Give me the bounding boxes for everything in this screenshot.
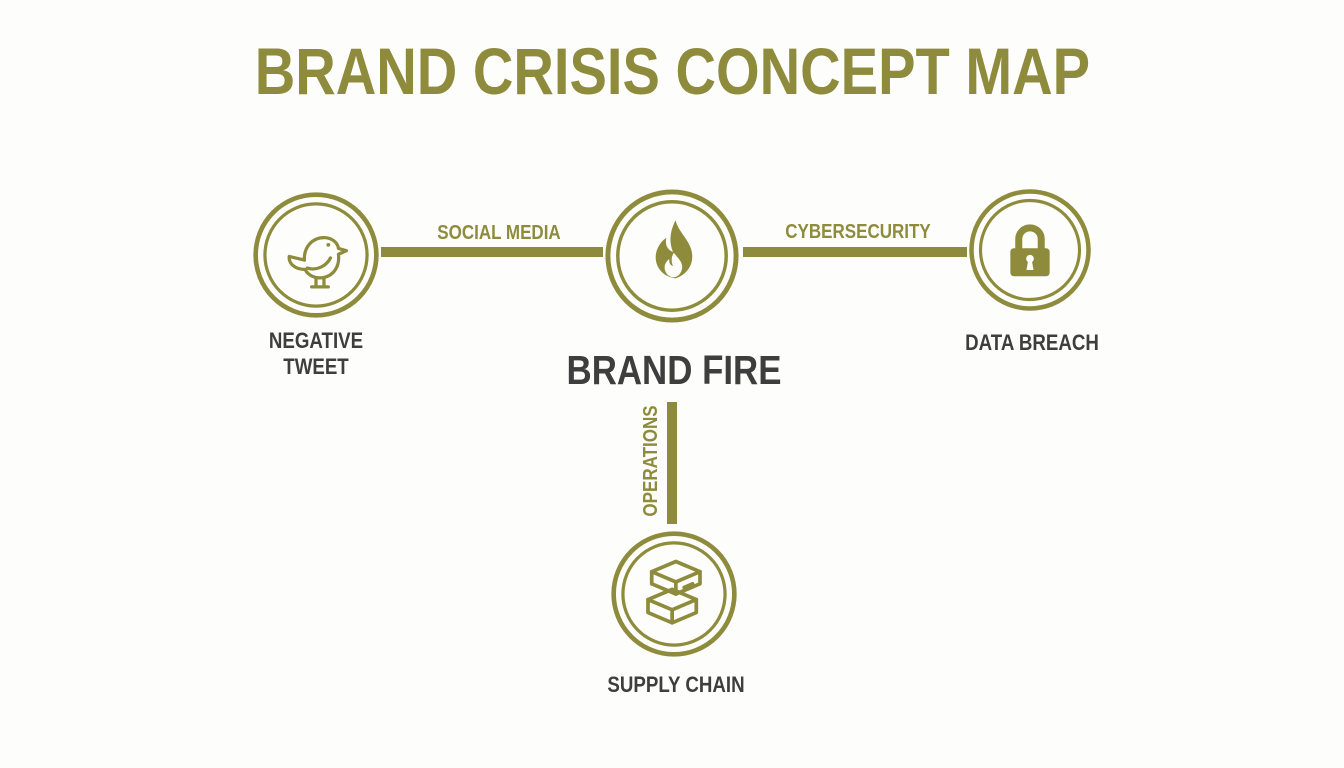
node-data-breach bbox=[967, 187, 1093, 313]
page-title: BRAND CRISIS CONCEPT MAP bbox=[0, 38, 1344, 104]
node-label-brand-fire: BRAND FIRE bbox=[548, 350, 801, 391]
node-label-supply-chain: SUPPLY CHAIN bbox=[595, 672, 756, 698]
edge-operations bbox=[667, 402, 677, 524]
node-label-data-breach-text: DATA BREACH bbox=[965, 330, 1099, 355]
bird-icon bbox=[253, 192, 379, 318]
node-label-negative-tweet-text: NEGATIVE TWEET bbox=[268, 328, 364, 379]
edge-social-media bbox=[381, 247, 603, 257]
node-label-negative-tweet: NEGATIVE TWEET bbox=[245, 328, 387, 380]
node-brand-fire bbox=[603, 187, 741, 325]
edge-label-operations: OPERATIONS bbox=[640, 396, 662, 527]
boxes-icon bbox=[611, 531, 737, 657]
edge-label-cybersecurity-text: CYBERSECURITY bbox=[785, 221, 931, 243]
edge-label-cybersecurity: CYBERSECURITY bbox=[772, 222, 943, 242]
page-title-text: BRAND CRISIS CONCEPT MAP bbox=[254, 34, 1090, 108]
node-label-supply-chain-text: SUPPLY CHAIN bbox=[607, 672, 745, 697]
node-label-data-breach: DATA BREACH bbox=[953, 330, 1110, 356]
lock-icon bbox=[969, 189, 1091, 311]
node-supply-chain bbox=[609, 529, 739, 659]
edge-label-social-media: SOCIAL MEDIA bbox=[426, 223, 571, 243]
edge-label-social-media-text: SOCIAL MEDIA bbox=[437, 222, 561, 244]
node-negative-tweet bbox=[251, 190, 381, 320]
fire-icon bbox=[605, 189, 739, 323]
node-label-brand-fire-text: BRAND FIRE bbox=[566, 347, 782, 393]
edge-label-operations-text: OPERATIONS bbox=[640, 405, 662, 517]
edge-cybersecurity bbox=[743, 247, 967, 257]
